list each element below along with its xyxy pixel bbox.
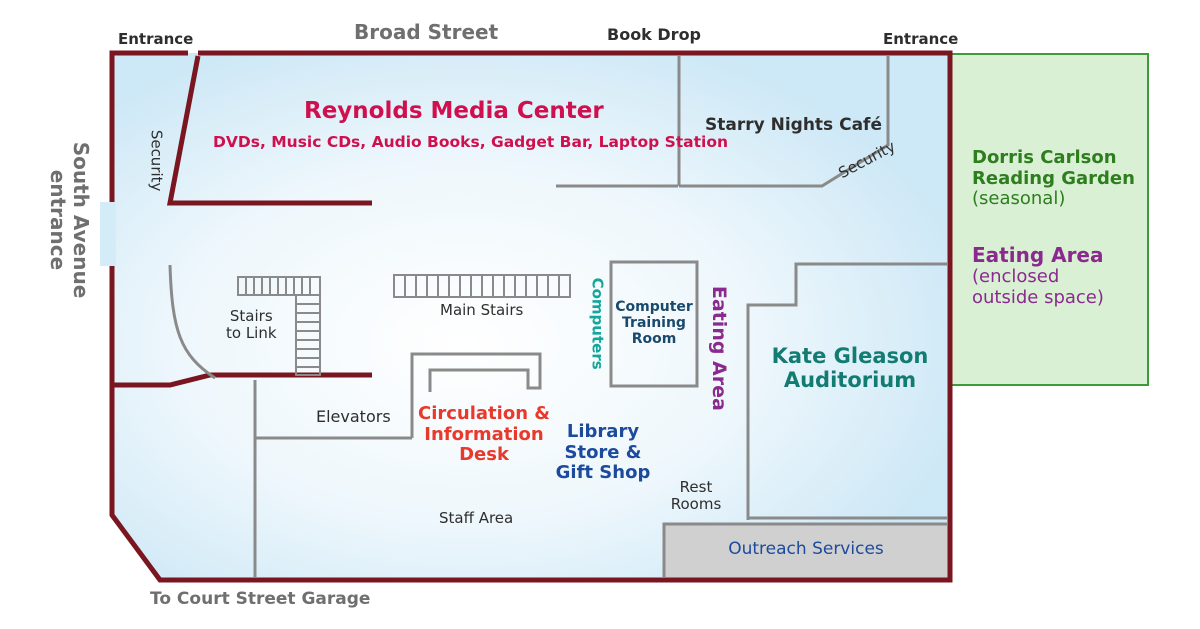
elevators-label: Elevators: [316, 407, 391, 426]
south-avenue-entrance-label[interactable]: South Avenue entrance: [46, 130, 93, 310]
south-avenue-line1: South Avenue: [69, 141, 93, 299]
garden-line2: Reading Garden: [972, 167, 1135, 189]
stairs-link-line2: to Link: [226, 324, 277, 343]
outreach-room: [664, 524, 948, 578]
staff-area-label: Staff Area: [439, 509, 514, 527]
interior-partitions: [168, 56, 948, 578]
garden-line1: Dorris Carlson: [972, 147, 1117, 168]
garden-line3: (seasonal): [972, 188, 1066, 210]
training-line3: Room: [631, 331, 677, 348]
training-line2: Training: [622, 315, 686, 332]
media-center-subtitle: DVDs, Music CDs, Audio Books, Gadget Bar…: [213, 133, 729, 151]
restrooms-line1: Rest: [679, 478, 713, 496]
security-left-label: Security: [147, 129, 166, 192]
eating-outside-line3: outside space): [972, 286, 1104, 308]
media-center-wall: [166, 55, 372, 206]
restrooms-line2: Rooms: [670, 495, 722, 514]
reading-garden-area: [950, 53, 1149, 386]
starry-nights-cafe-label: Starry Nights Café: [705, 115, 882, 135]
main-stairs: [393, 274, 571, 298]
circulation-line2: Information: [424, 423, 544, 445]
stairs-to-link-label: Stairs to Link: [226, 307, 277, 343]
media-center-title: Reynolds Media Center: [304, 98, 604, 124]
auditorium-line1: Kate Gleason: [771, 344, 929, 368]
left-frame-wall: [112, 372, 372, 388]
outreach-services-label: Outreach Services: [728, 539, 884, 559]
circulation-desk-label: Circulation & Information Desk: [412, 403, 556, 466]
circulation-line3: Desk: [459, 444, 509, 466]
rest-rooms-label: Rest Rooms: [666, 478, 726, 514]
auditorium-label: Kate Gleason Auditorium: [762, 344, 938, 392]
broad-street-label: Broad Street: [354, 20, 499, 44]
exterior-walls: [109, 50, 953, 583]
court-street-garage-label: To Court Street Garage: [150, 589, 371, 609]
training-line1: Computer: [615, 299, 693, 315]
eating-outside-line2: (enclosed: [972, 266, 1060, 287]
computers-label: Computers: [588, 277, 607, 370]
store-line1: Library: [566, 421, 640, 442]
store-line3: Gift Shop: [555, 462, 651, 484]
stairs-to-link: [237, 276, 321, 376]
training-room-label: Computer Training Room: [612, 299, 696, 347]
store-line2: Store &: [564, 441, 642, 463]
south-entrance-opening: [100, 202, 116, 266]
stairs-link-line1: Stairs: [229, 307, 273, 325]
auditorium-line2: Auditorium: [783, 368, 917, 393]
library-store-label: Library Store & Gift Shop: [550, 421, 656, 484]
circulation-line1: Circulation &: [418, 403, 550, 424]
south-avenue-line2: entrance: [46, 169, 70, 271]
book-drop-label: Book Drop: [607, 25, 702, 44]
entrance-right-label[interactable]: Entrance: [883, 30, 959, 48]
entrance-left-label[interactable]: Entrance: [118, 30, 194, 48]
main-stairs-label: Main Stairs: [440, 301, 524, 319]
eating-area-outside-label: Eating Area (enclosed outside space): [972, 244, 1104, 308]
eating-outside-title: Eating Area: [972, 243, 1104, 267]
reading-garden-label: Dorris Carlson Reading Garden (seasonal): [972, 147, 1135, 210]
eating-area-inside-label: Eating Area: [707, 285, 730, 411]
